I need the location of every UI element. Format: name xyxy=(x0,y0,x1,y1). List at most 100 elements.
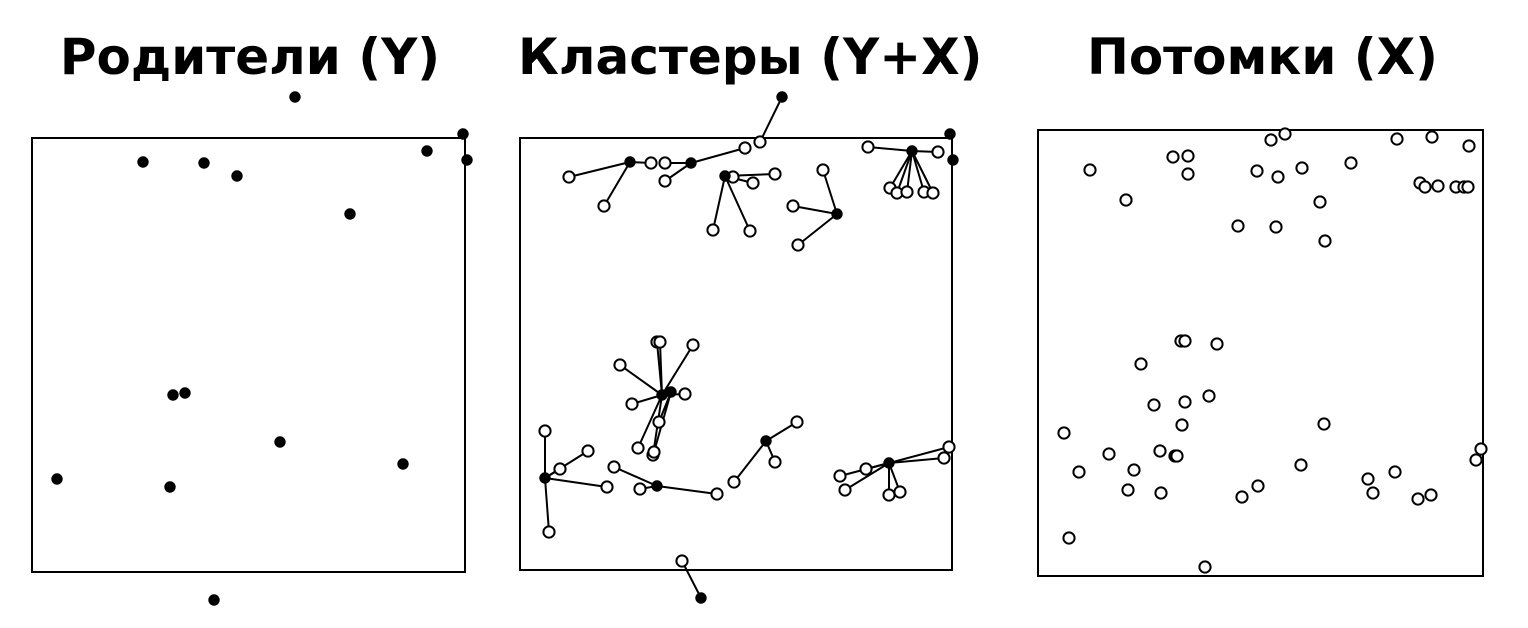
offspring-point xyxy=(1469,453,1483,467)
parent-point xyxy=(51,473,63,485)
offspring-point xyxy=(1264,133,1278,147)
cluster-link xyxy=(844,462,890,491)
cluster-link xyxy=(867,146,913,152)
offspring-point xyxy=(1181,149,1195,163)
offspring-point xyxy=(861,140,875,154)
parent-point xyxy=(665,386,677,398)
offspring-point xyxy=(706,223,720,237)
cluster-link xyxy=(544,477,550,533)
offspring-point xyxy=(1361,472,1375,486)
cluster-link xyxy=(659,341,663,396)
offspring-point xyxy=(937,451,951,465)
parent-point xyxy=(685,157,697,169)
offspring-point xyxy=(1313,195,1327,209)
parent-point xyxy=(274,436,286,448)
offspring-point xyxy=(1425,130,1439,144)
clusters-panel-title: Кластеры (Y+X) xyxy=(518,28,983,86)
cluster-link xyxy=(613,466,658,487)
cluster-link xyxy=(619,364,663,396)
offspring-point xyxy=(882,488,896,502)
offspring-point xyxy=(581,444,595,458)
cluster-link xyxy=(712,175,726,231)
offspring-point xyxy=(1424,488,1438,502)
cluster-link xyxy=(797,213,838,246)
parent-point xyxy=(776,91,788,103)
points-layer xyxy=(51,91,1488,606)
cluster-link xyxy=(656,485,718,495)
cluster-link xyxy=(724,175,751,232)
parents-panel-title: Родители (Y) xyxy=(59,28,441,86)
offspring-point xyxy=(1269,220,1283,234)
parent-point xyxy=(461,154,473,166)
offspring-point xyxy=(791,238,805,252)
offspring-point xyxy=(859,462,873,476)
offspring-point xyxy=(1062,531,1076,545)
cluster-link xyxy=(544,450,589,479)
cluster-link xyxy=(889,150,913,189)
parent-point xyxy=(906,145,918,157)
cluster-link xyxy=(792,205,838,215)
offspring-point xyxy=(743,224,757,238)
offspring-point xyxy=(600,480,614,494)
cluster-link xyxy=(822,169,838,215)
offspring-point xyxy=(1202,389,1216,403)
offspring-point xyxy=(1317,417,1331,431)
offspring-point xyxy=(631,441,645,455)
cluster-link xyxy=(603,161,631,207)
offspring-point xyxy=(562,170,576,184)
parent-point xyxy=(198,157,210,169)
parent-point xyxy=(397,458,409,470)
offspring-point xyxy=(1250,164,1264,178)
offspring-point xyxy=(542,525,556,539)
cluster-link xyxy=(544,477,608,488)
offspring-point xyxy=(1278,127,1292,141)
cluster-link xyxy=(733,440,767,483)
parent-point xyxy=(164,481,176,493)
offspring-point xyxy=(625,397,639,411)
offspring-point xyxy=(893,485,907,499)
offspring-point xyxy=(1344,156,1358,170)
cluster-link xyxy=(888,457,945,464)
offspring-point xyxy=(1178,334,1192,348)
offspring-point xyxy=(653,335,667,349)
offspring-point xyxy=(1147,398,1161,412)
offspring-point xyxy=(647,445,661,459)
parent-point xyxy=(539,472,551,484)
offspring-point xyxy=(1127,463,1141,477)
parent-point xyxy=(421,145,433,157)
offspring-point xyxy=(613,358,627,372)
parent-point xyxy=(289,91,301,103)
parent-point xyxy=(231,170,243,182)
offspring-point xyxy=(1231,219,1245,233)
offspring-point xyxy=(1418,180,1432,194)
offspring-point xyxy=(1251,479,1265,493)
parent-point xyxy=(651,480,663,492)
offspring-point xyxy=(686,338,700,352)
parent-point xyxy=(137,156,149,168)
offspring-point xyxy=(768,167,782,181)
offspring-point xyxy=(786,199,800,213)
parent-point xyxy=(944,128,956,140)
cluster-link xyxy=(759,96,783,143)
offspring-point xyxy=(790,415,804,429)
offspring-point xyxy=(553,462,567,476)
parent-point xyxy=(695,592,707,604)
offspring-point xyxy=(538,424,552,438)
offspring-point xyxy=(727,475,741,489)
offspring-point xyxy=(633,482,647,496)
offspring-point xyxy=(926,186,940,200)
cluster-link xyxy=(911,150,925,193)
parent-point xyxy=(831,208,843,220)
offspring-point xyxy=(644,156,658,170)
cluster-link xyxy=(888,446,950,464)
offspring-point xyxy=(816,163,830,177)
offspring-point xyxy=(1153,444,1167,458)
cluster-link xyxy=(637,394,663,449)
offspring-point xyxy=(833,469,847,483)
offspring-point xyxy=(607,460,621,474)
offspring-point xyxy=(1462,139,1476,153)
cluster-link xyxy=(681,560,702,599)
offspring-panel-title: Потомки (X) xyxy=(1086,28,1439,86)
cluster-link xyxy=(896,150,913,194)
offspring-point xyxy=(1474,442,1488,456)
